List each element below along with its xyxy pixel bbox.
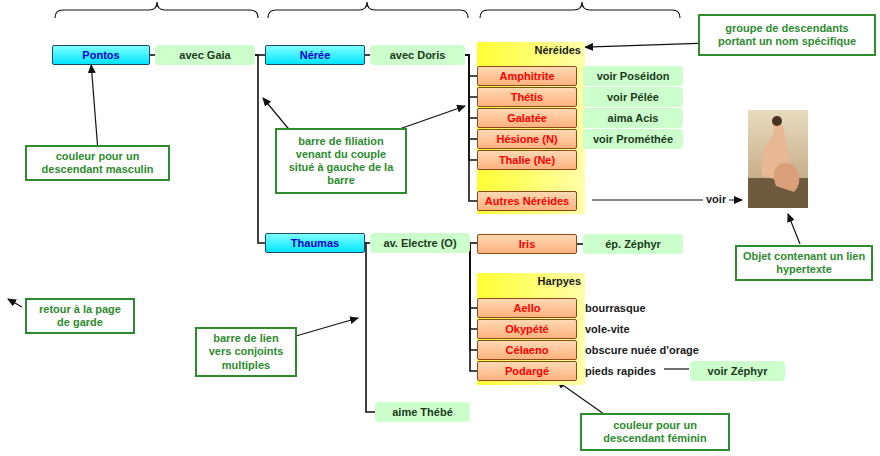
legend-callout: groupe de descendants portant un nom spé…: [698, 14, 876, 56]
annotation-label: pieds rapides: [585, 365, 656, 377]
spouse-note-box: voir Zéphyr: [690, 361, 785, 381]
node-text: Pontos: [82, 49, 119, 61]
filiation-line: [255, 55, 265, 243]
node-text: barre de filiation venant du couple situ…: [282, 135, 400, 188]
node-text: Hésione (N): [496, 133, 557, 145]
node-text: Amphitrite: [500, 70, 555, 82]
female-descendant-box: Podargé: [477, 361, 577, 381]
callout-arrow: [91, 65, 97, 145]
annotation-label: voir: [703, 193, 729, 205]
node-text: Objet contenant un lien hypertexte: [742, 250, 866, 276]
filiation-line: [465, 55, 477, 118]
filiation-line: [465, 55, 477, 160]
node-text: Aello: [514, 302, 541, 314]
node-text: voir Zéphyr: [708, 365, 768, 377]
female-descendant-box: Hésione (N): [477, 129, 577, 149]
node-text: aima Acis: [608, 112, 659, 124]
filiation-line: [470, 243, 477, 329]
node-text: barre de lien vers conjoints multiples: [202, 332, 290, 372]
filiation-line: [470, 243, 477, 350]
node-text: Galatée: [507, 112, 547, 124]
female-descendant-box: Galatée: [477, 108, 577, 128]
male-descendant-box: Nérée: [265, 45, 365, 65]
node-text: Okypété: [505, 323, 548, 335]
filiation-line: [465, 55, 477, 76]
annotation-label: vole-vite: [585, 323, 630, 335]
spouse-note-box: aime Thébé: [375, 402, 470, 422]
node-text: Nérée: [300, 49, 331, 61]
node-text: Thétis: [511, 91, 543, 103]
spouse-note-box: voir Poséidon: [583, 66, 683, 86]
legend-callout: couleur pour un descendant féminin: [580, 413, 730, 451]
filiation-line: [365, 243, 375, 412]
spouse-note-box: avec Gaia: [155, 45, 255, 65]
node-text: av. Electre (O): [383, 237, 456, 249]
spouse-note-box: av. Electre (O): [370, 233, 470, 253]
female-descendant-box: Iris: [477, 234, 577, 254]
node-text: retour à la page de garde: [32, 303, 128, 329]
node-text: Thalie (Ne): [499, 154, 555, 166]
legend-callout: Objet contenant un lien hypertexte: [735, 245, 873, 281]
node-text: couleur pour un descendant masculin: [32, 150, 163, 176]
filiation-line: [470, 242, 477, 244]
legend-callout: couleur pour un descendant masculin: [25, 145, 170, 181]
node-text: voir Pélée: [607, 91, 659, 103]
top-braces: [55, 2, 680, 18]
filiation-line: [465, 55, 477, 139]
node-text: aime Thébé: [392, 406, 453, 418]
male-descendant-box: Thaumas: [265, 233, 365, 253]
node-text: voir Poséidon: [597, 70, 670, 82]
node-text: ép. Zéphyr: [605, 238, 661, 250]
group-heading: Néréides: [535, 44, 581, 56]
filiation-line: [465, 55, 477, 97]
node-text: Célaeno: [506, 344, 549, 356]
node-text: couleur pour un descendant féminin: [587, 419, 723, 445]
female-descendant-box: Okypété: [477, 319, 577, 339]
painting-thumbnail: [748, 110, 808, 208]
group-heading: Harpyes: [538, 275, 581, 287]
spouse-note-box: aima Acis: [583, 108, 683, 128]
spouse-note-box: voir Pélée: [583, 87, 683, 107]
annotation-label: bourrasque: [585, 302, 646, 314]
spouse-note-box: avec Doris: [370, 45, 465, 65]
female-descendant-box: Autres Néréides: [477, 191, 577, 211]
node-text: groupe de descendants portant un nom spé…: [705, 22, 869, 48]
filiation-line: [465, 55, 477, 201]
node-text: voir Prométhée: [593, 133, 673, 145]
node-text: Autres Néréides: [485, 195, 569, 207]
legend-callout: barre de lien vers conjoints multiples: [195, 327, 297, 377]
node-text: Thaumas: [291, 237, 339, 249]
filiation-line: [470, 243, 477, 371]
named-group-band: HarpyesAelloOkypétéCélaenoPodargé: [477, 273, 585, 385]
spouse-note-box: ép. Zéphyr: [583, 234, 683, 254]
female-descendant-box: Célaeno: [477, 340, 577, 360]
female-descendant-box: Thétis: [477, 87, 577, 107]
female-descendant-box: Thalie (Ne): [477, 150, 577, 170]
callout-leaders: [8, 98, 800, 369]
male-descendant-box: Pontos: [52, 45, 150, 65]
spouse-note-box: voir Prométhée: [583, 129, 683, 149]
filiation-line: [470, 243, 477, 308]
female-descendant-box: Amphitrite: [477, 66, 577, 86]
node-text: Iris: [519, 238, 536, 250]
node-text: avec Doris: [390, 49, 446, 61]
node-text: avec Gaia: [179, 49, 230, 61]
node-text: Podargé: [505, 365, 549, 377]
annotation-label: obscure nuée d'orage: [585, 344, 699, 356]
callout-arrow: [585, 43, 698, 47]
callout-arrow: [557, 381, 603, 413]
legend-callout: retour à la page de garde: [25, 298, 135, 334]
legend-callout: barre de filiation venant du couple situ…: [275, 128, 407, 194]
named-group-band: NéréidesAmphitriteThétisGalatéeHésione (…: [477, 42, 585, 214]
female-descendant-box: Aello: [477, 298, 577, 318]
